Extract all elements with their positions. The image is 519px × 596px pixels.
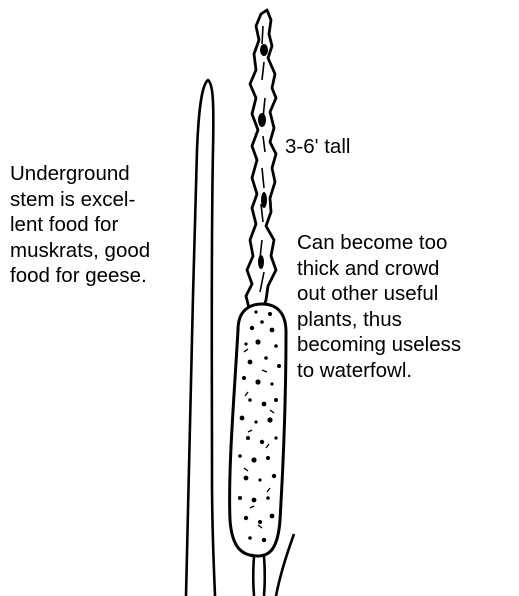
annotation-line: Can become too [297, 230, 461, 256]
height-text: 3-6' tall [285, 134, 350, 160]
annotation-line: stem is excel- [10, 187, 150, 213]
flower-spike-mark [258, 255, 264, 269]
cattail-lower-leaf [276, 534, 294, 596]
crowding-annotation: Can become too thick and crowd out other… [297, 230, 461, 383]
annotation-line: lent food for [10, 212, 150, 238]
flower-spike-mark [258, 113, 266, 127]
cattail-leaf [186, 80, 215, 596]
cattail-seed-head [230, 304, 286, 556]
annotation-line: to waterfowl. [297, 358, 461, 384]
annotation-line: muskrats, good [10, 238, 150, 264]
annotation-line: plants, thus [297, 307, 461, 333]
underground-stem-annotation: Underground stem is excel- lent food for… [10, 161, 150, 289]
flower-spike-mark [261, 192, 267, 208]
cattail-stalk [253, 556, 265, 596]
annotation-line: thick and crowd [297, 256, 461, 282]
annotation-line: food for geese. [10, 263, 150, 289]
flower-spike-mark [260, 44, 268, 56]
annotation-line: becoming useless [297, 332, 461, 358]
height-annotation: 3-6' tall [285, 134, 350, 160]
annotation-line: Underground [10, 161, 150, 187]
annotation-line: out other useful [297, 281, 461, 307]
